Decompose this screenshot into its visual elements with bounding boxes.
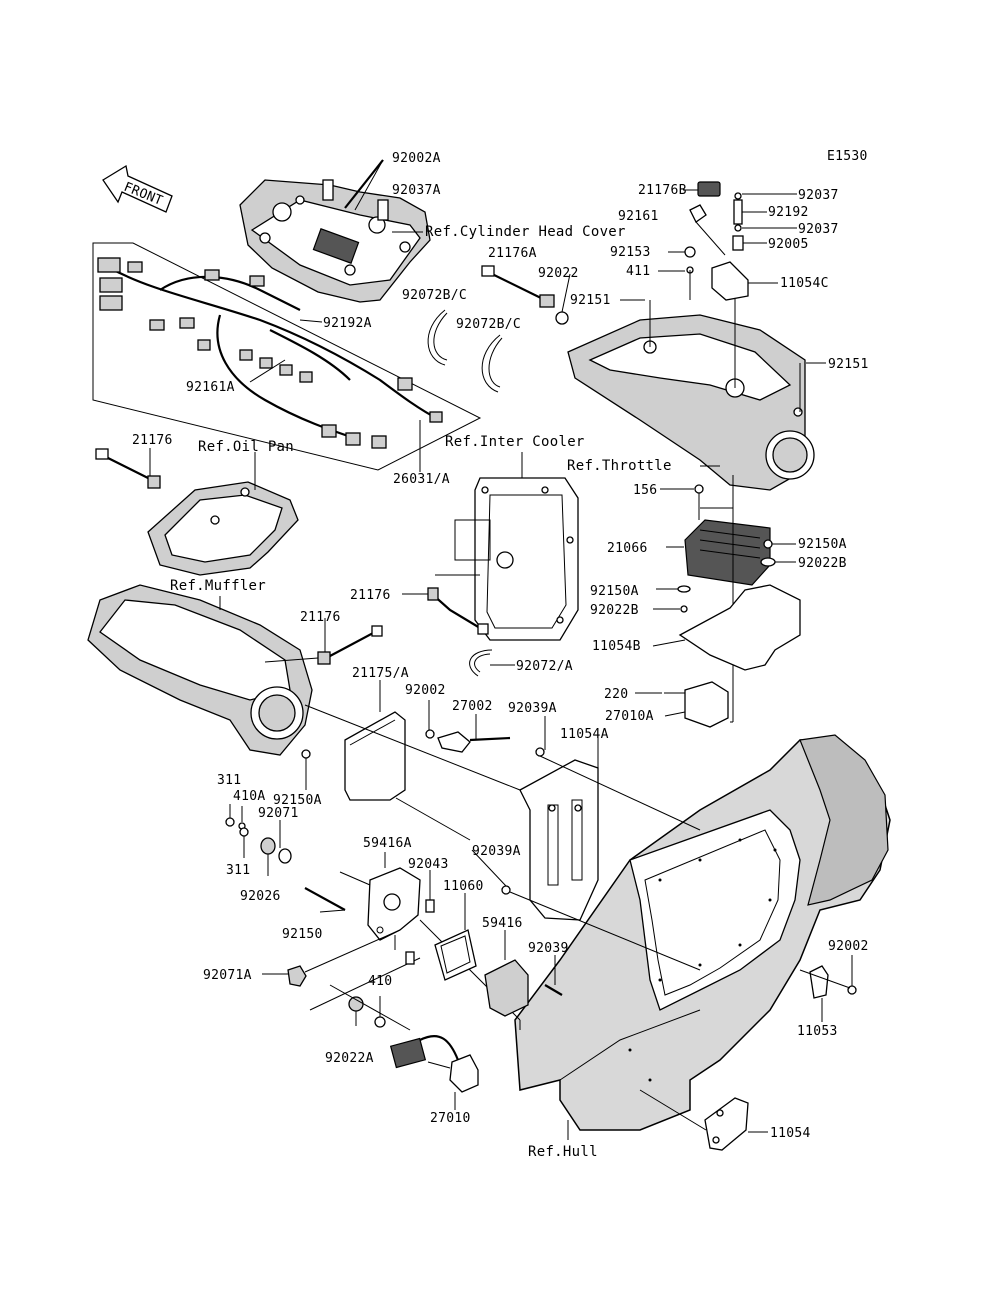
muffler-illustration: [87, 584, 313, 756]
part-label-59416a: 59416A: [363, 836, 412, 851]
ref-oil-pan: Ref.Oil Pan: [198, 439, 294, 455]
front-arrow-icon: FRONT: [102, 164, 173, 213]
sensor-21176-intercooler-illustration: [427, 587, 489, 635]
part-label-92192a: 92192A: [323, 316, 372, 331]
part-label-92150a-top: 92150A: [798, 537, 847, 552]
part-label-92039a-top: 92039A: [508, 701, 557, 716]
part-label-92192: 92192: [768, 205, 809, 220]
part-label-220: 220: [604, 687, 628, 702]
part-label-27002: 27002: [452, 699, 493, 714]
bracket-59416-illustration: [484, 959, 529, 1017]
part-label-21176b: 21176B: [638, 183, 687, 198]
part-label-21175a: 21175/A: [352, 666, 409, 681]
part-label-92037-top: 92037: [798, 188, 839, 203]
part-label-21176-intercooler: 21176: [350, 588, 391, 603]
part-label-92151-right: 92151: [828, 357, 869, 372]
gasket-11060-illustration: [434, 929, 477, 981]
part-label-21066: 21066: [607, 541, 648, 556]
part-label-311-bottom: 311: [226, 863, 250, 878]
regulator-21066-illustration: [684, 484, 776, 586]
part-label-92071a: 92071A: [203, 968, 252, 983]
part-label-92072a: 92072/A: [516, 659, 573, 674]
inter-cooler-illustration: [454, 477, 579, 641]
part-label-311-top: 311: [217, 773, 241, 788]
part-label-92150: 92150: [282, 927, 323, 942]
bracket-11053-illustration: [809, 965, 829, 999]
part-label-27010: 27010: [430, 1111, 471, 1126]
part-label-11060: 11060: [443, 879, 484, 894]
part-label-21176-oilpan: 21176: [132, 433, 173, 448]
part-label-92026: 92026: [240, 889, 281, 904]
oil-pan-illustration: [147, 481, 299, 576]
ref-inter-cooler: Ref.Inter Cooler: [445, 434, 585, 450]
sensor-21176a-illustration: [481, 265, 569, 325]
connector-27002-illustration: [425, 729, 511, 753]
part-label-92039a-mid: 92039A: [472, 844, 521, 859]
part-label-92151-top: 92151: [570, 293, 611, 308]
part-label-11054b: 11054B: [592, 639, 641, 654]
clamp-92072a-illustration: [469, 649, 493, 677]
ref-cylinder-head-cover: Ref.Cylinder Head Cover: [425, 224, 626, 240]
part-label-11054: 11054: [770, 1126, 811, 1141]
part-label-21176a: 21176A: [488, 246, 537, 261]
part-label-59416: 59416: [482, 916, 523, 931]
part-label-92002a: 92002A: [392, 151, 441, 166]
part-label-92153: 92153: [610, 245, 651, 260]
relay-27010-illustration: [389, 1034, 479, 1093]
part-label-92072bc-right: 92072B/C: [456, 317, 521, 332]
sensor-21176-left-illustration: [95, 448, 161, 489]
part-label-21176-muffler: 21176: [300, 610, 341, 625]
part-label-92005: 92005: [768, 237, 809, 252]
wiring-harness-illustration: [92, 242, 482, 471]
part-label-92002-right: 92002: [828, 939, 869, 954]
part-label-92022b-left: 92022B: [590, 603, 639, 618]
ref-muffler: Ref.Muffler: [170, 578, 266, 594]
part-label-11054c: 11054C: [780, 276, 829, 291]
grommet-92071a-illustration: [287, 965, 307, 987]
bracket-11054-illustration: [704, 1097, 749, 1151]
bracket-59416a-illustration: [367, 867, 421, 941]
part-label-26031a: 26031/A: [393, 472, 450, 487]
ref-throttle: Ref.Throttle: [567, 458, 672, 474]
cylinder-head-cover-illustration: [239, 179, 431, 303]
ref-hull: Ref.Hull: [528, 1144, 598, 1160]
control-unit-21175a-illustration: [344, 711, 406, 801]
part-label-92022: 92022: [538, 266, 579, 281]
part-label-411: 411: [626, 264, 650, 279]
part-label-92150a-mid: 92150A: [590, 584, 639, 599]
sensor-21176b-illustration: [684, 181, 749, 301]
part-label-92037-bottom: 92037: [798, 222, 839, 237]
part-label-92161a: 92161A: [186, 380, 235, 395]
part-label-156: 156: [633, 483, 657, 498]
part-label-92002-mid: 92002: [405, 683, 446, 698]
part-label-27010a: 27010A: [605, 709, 654, 724]
part-label-11054a: 11054A: [560, 727, 609, 742]
part-label-92161: 92161: [618, 209, 659, 224]
hull-illustration: [514, 734, 891, 1131]
part-label-92071: 92071: [258, 806, 299, 821]
part-label-92022b-right: 92022B: [798, 556, 847, 571]
bracket-11054b-illustration: [677, 584, 801, 671]
part-label-92022a: 92022A: [325, 1051, 374, 1066]
throttle-intake-illustration: [567, 314, 815, 491]
part-label-92072bc-left: 92072B/C: [402, 288, 467, 303]
part-label-410: 410: [368, 974, 392, 989]
bracket-11054a-illustration: [519, 759, 599, 921]
part-label-410a: 410A: [233, 789, 266, 804]
part-label-11053: 11053: [797, 1024, 838, 1039]
sensor-27010a-illustration: [664, 681, 729, 728]
fasteners-left-illustration: [225, 749, 311, 864]
part-label-92150a-left: 92150A: [273, 793, 322, 808]
part-label-92037a: 92037A: [392, 183, 441, 198]
diagram-code: E1530: [827, 149, 868, 164]
part-label-92039: 92039: [528, 941, 569, 956]
clamp-92072bc-illustration: [427, 309, 503, 393]
part-label-92043: 92043: [408, 857, 449, 872]
sensor-21176-middle-illustration: [317, 625, 383, 665]
